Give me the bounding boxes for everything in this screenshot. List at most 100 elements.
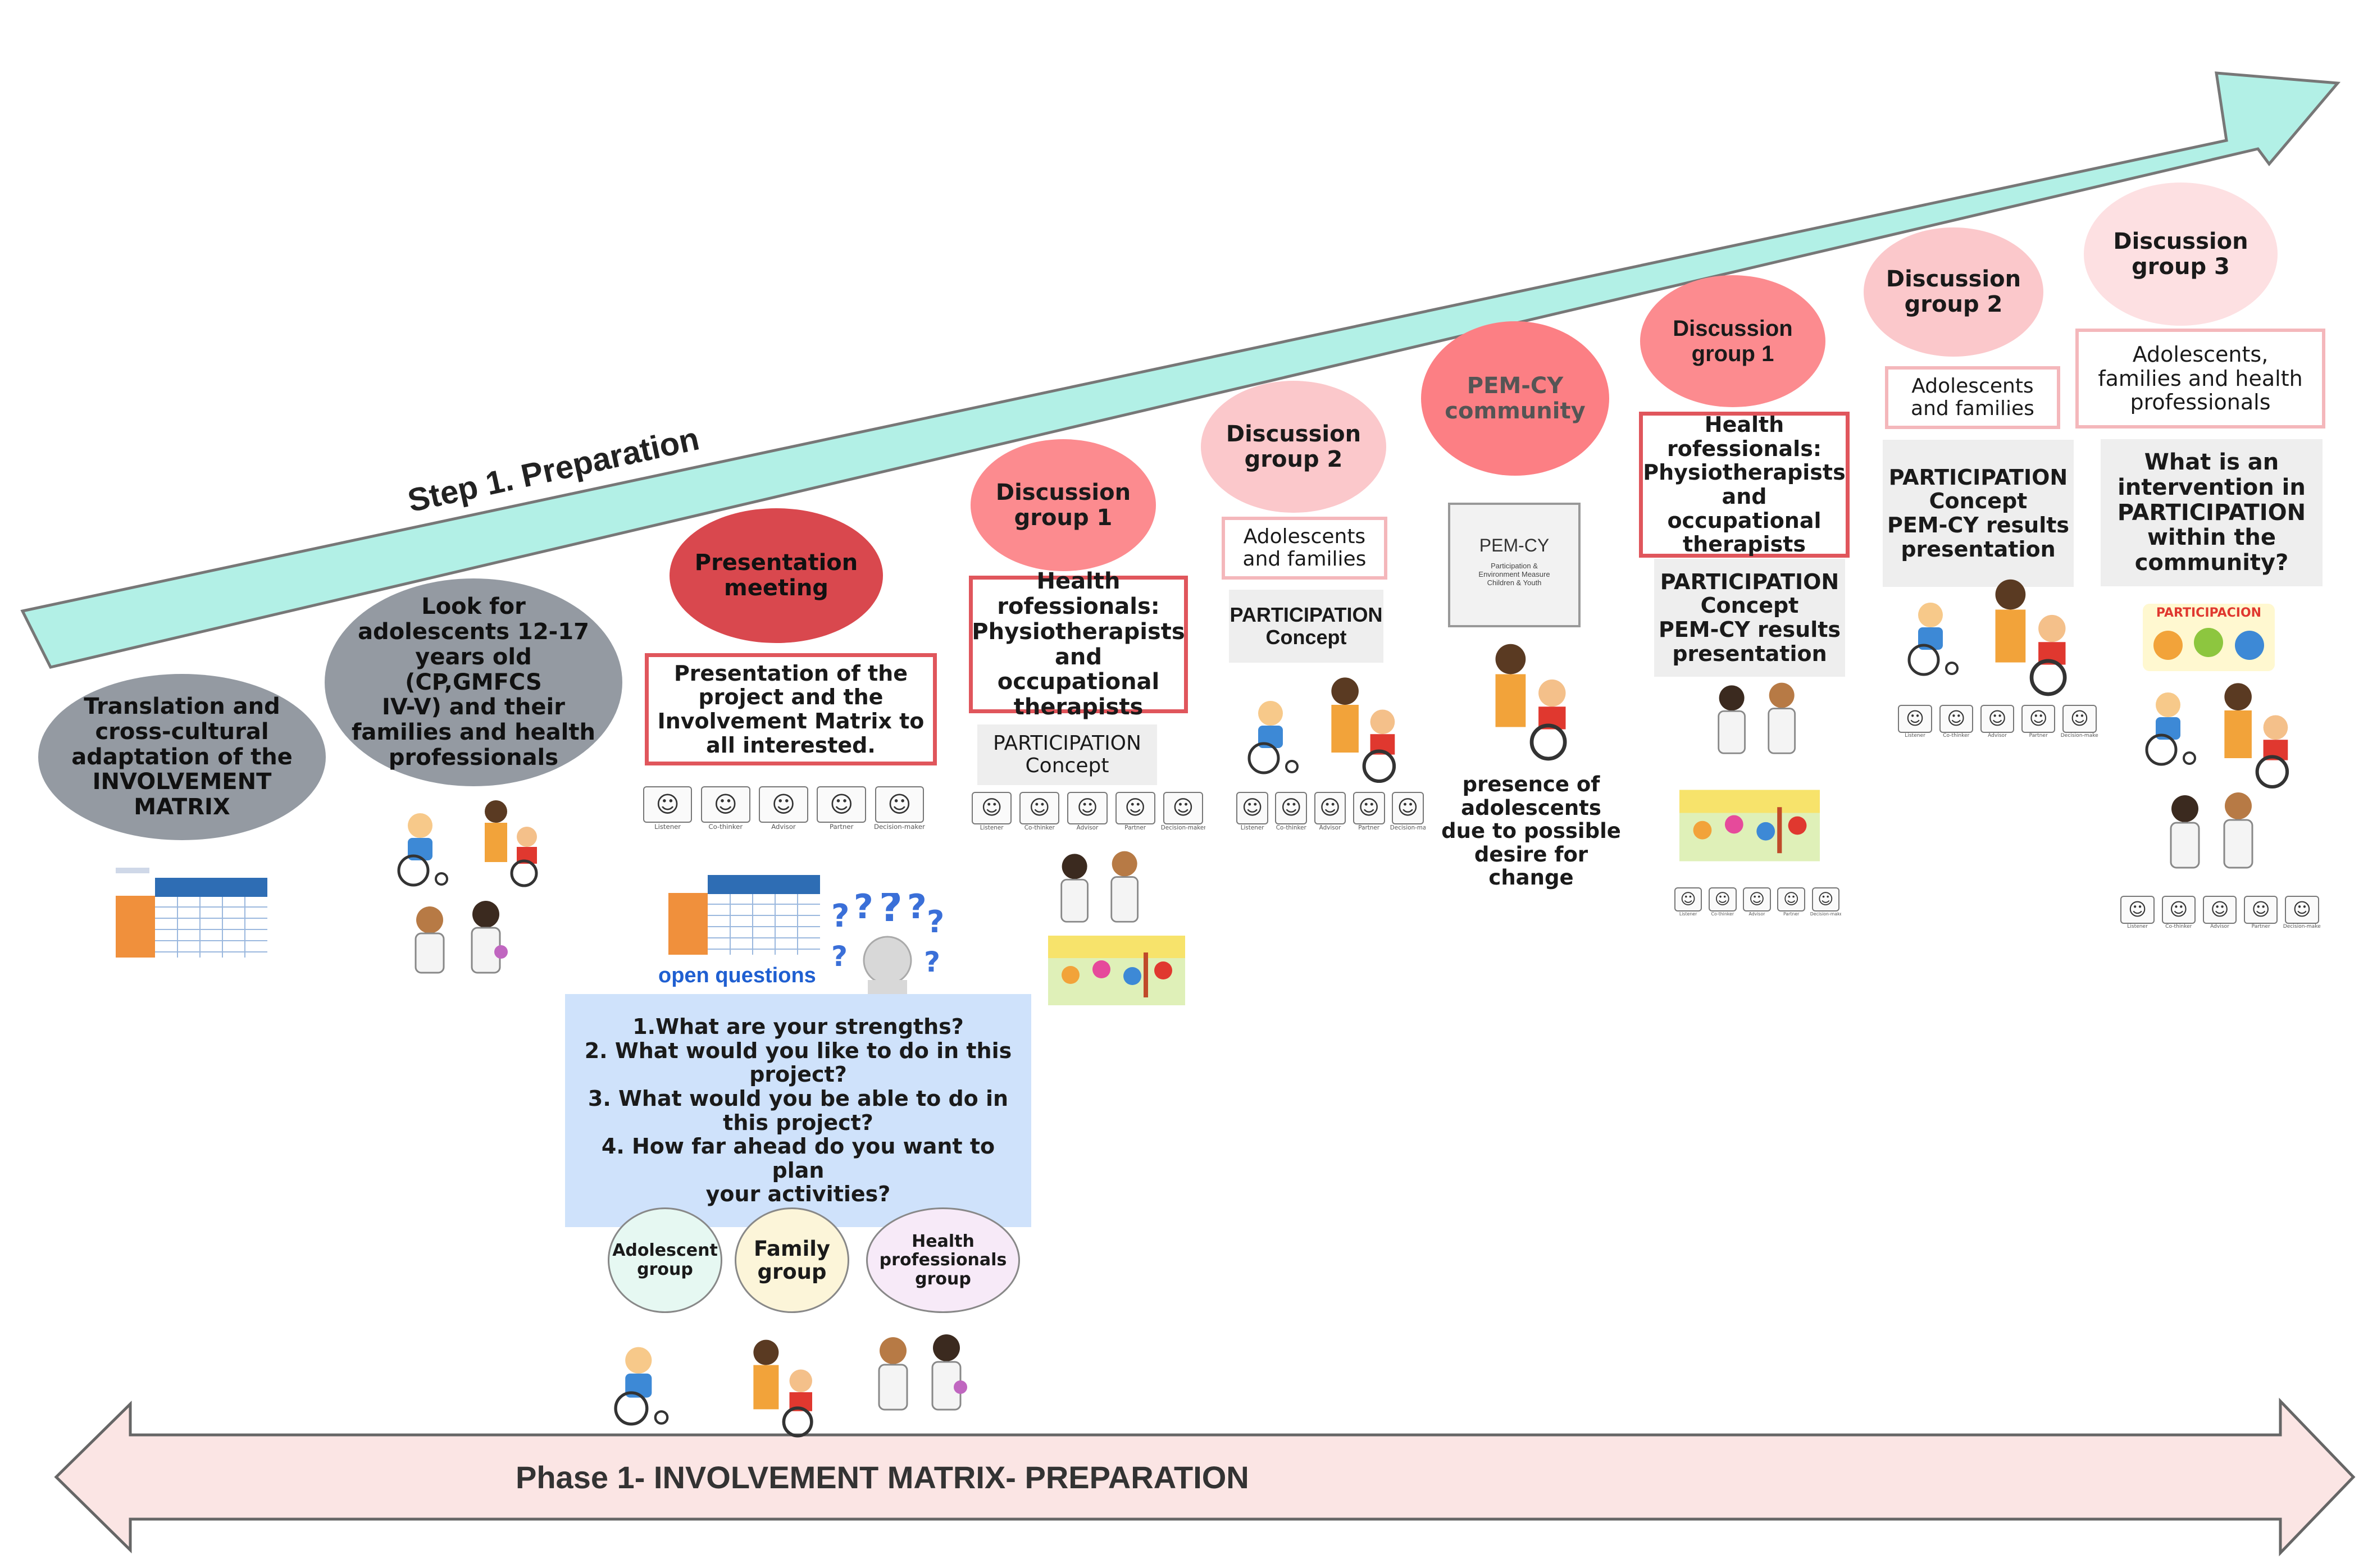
role-card: ☺Co-thinker bbox=[1707, 887, 1738, 921]
role-pictogram-icon: ☺ bbox=[1708, 887, 1737, 912]
caregiver-wheelchair-icon bbox=[753, 1339, 813, 1438]
role-card: ☺Co-thinker bbox=[698, 786, 753, 837]
role-caption: Advisor bbox=[1319, 824, 1341, 831]
role-pictogram-icon: ☺ bbox=[1019, 792, 1060, 824]
participacion-banner-text: PARTICIPACION bbox=[2156, 606, 2262, 620]
role-caption: Partner bbox=[1783, 911, 1800, 917]
therapists-icon bbox=[2170, 792, 2253, 869]
svg-text:?: ? bbox=[854, 893, 873, 927]
role-strip: ☺Listener☺Co-thinker☺Advisor☺Partner☺Dec… bbox=[1235, 792, 1426, 837]
role-pictogram-icon: ☺ bbox=[1236, 792, 1269, 824]
role-card: ☺Decision-maker bbox=[1390, 792, 1426, 837]
translation-ellipse: Translation and cross-cultural adaptatio… bbox=[38, 674, 326, 840]
svg-text:?: ? bbox=[927, 904, 944, 940]
participation-pemcy-box: PARTICIPATION Concept PEM-CY results pre… bbox=[1883, 440, 2074, 587]
role-caption: Listener bbox=[1240, 824, 1264, 831]
adolescent-group-circle: Adolescent group bbox=[608, 1207, 722, 1313]
role-card: ☺Partner bbox=[814, 786, 869, 837]
role-card: ☺Decision-maker bbox=[1810, 887, 1841, 921]
adolescents-families-box: Adolescents and families bbox=[1222, 517, 1387, 580]
role-pictogram-icon: ☺ bbox=[1067, 792, 1108, 824]
role-card: ☺Listener bbox=[1235, 792, 1270, 837]
role-caption: Co-thinker bbox=[708, 822, 743, 831]
role-pictogram-icon: ☺ bbox=[1980, 705, 2015, 733]
role-card: ☺Advisor bbox=[1741, 887, 1772, 921]
role-caption: Partner bbox=[2029, 733, 2048, 739]
role-caption: Advisor bbox=[1988, 733, 2007, 739]
role-caption: Decision-maker bbox=[1390, 824, 1426, 831]
discussion-group-1-ellipse: Discussion group 1 bbox=[971, 439, 1156, 571]
involvement-matrix-thumbnail bbox=[663, 859, 826, 963]
role-pictogram-icon: ☺ bbox=[817, 786, 866, 823]
discussion-group-2-ellipse: Discussion group 2 bbox=[1201, 381, 1386, 513]
playground-icon bbox=[1679, 790, 1820, 862]
question-marks-icon: ?? ?? ?? ? bbox=[831, 893, 944, 1000]
wheelchair-user-icon bbox=[1907, 603, 1959, 676]
role-pictogram-icon: ☺ bbox=[2161, 896, 2196, 924]
discussion-group-3-ellipse: Discussion group 3 bbox=[2084, 183, 2278, 326]
role-card: ☺Partner bbox=[2020, 705, 2057, 744]
role-pictogram-icon: ☺ bbox=[1314, 792, 1346, 824]
phase-label: Phase 1- INVOLVEMENT MATRIX- PREPARATION bbox=[516, 1460, 1249, 1495]
role-pictogram-icon: ☺ bbox=[1898, 705, 1932, 733]
involvement-matrix-thumbnail bbox=[110, 862, 273, 966]
role-card: ☺Co-thinker bbox=[2160, 896, 2197, 935]
role-strip: ☺Listener☺Co-thinker☺Advisor☺Partner☺Dec… bbox=[640, 786, 927, 837]
presentation-meeting-ellipse: Presentation meeting bbox=[670, 508, 883, 643]
role-caption: Advisor bbox=[771, 822, 796, 831]
participation-concept-box: PARTICIPATION Concept bbox=[977, 724, 1157, 785]
pem-cy-community-ellipse: PEM-CY community bbox=[1421, 321, 1609, 476]
role-caption: Listener bbox=[1679, 911, 1697, 917]
role-card: ☺Advisor bbox=[1065, 792, 1109, 837]
role-pictogram-icon: ☺ bbox=[2243, 896, 2278, 924]
pem-cy-document-title: PEM-CY bbox=[1479, 535, 1550, 555]
children-icon bbox=[2153, 628, 2264, 660]
role-pictogram-icon: ☺ bbox=[1353, 792, 1385, 824]
role-strip: ☺Listener☺Co-thinker☺Advisor☺Partner☺Dec… bbox=[969, 792, 1205, 837]
role-pictogram-icon: ☺ bbox=[2062, 705, 2097, 733]
role-card: ☺Decision-maker bbox=[2061, 705, 2098, 744]
role-card: ☺Co-thinker bbox=[1017, 792, 1062, 837]
role-caption: Listener bbox=[654, 822, 681, 831]
caregiver-wheelchair-icon bbox=[2224, 683, 2289, 789]
role-card: ☺Decision-maker bbox=[1161, 792, 1205, 837]
therapists-icon bbox=[878, 1334, 967, 1411]
role-caption: Advisor bbox=[1076, 824, 1099, 831]
recruitment-ellipse: Look for adolescents 12-17 years old (CP… bbox=[325, 578, 622, 786]
participacion-banner: PARTICIPACION bbox=[2143, 604, 2275, 671]
role-strip: ☺Listener☺Co-thinker☺Advisor☺Partner☺Dec… bbox=[2119, 896, 2321, 935]
role-card: ☺Listener bbox=[1896, 705, 1934, 744]
role-caption: Listener bbox=[1905, 733, 1925, 739]
female-therapist-icon bbox=[415, 906, 445, 974]
role-pictogram-icon: ☺ bbox=[2285, 896, 2319, 924]
svg-text:?: ? bbox=[879, 893, 903, 931]
role-pictogram-icon: ☺ bbox=[971, 792, 1012, 824]
playground-icon bbox=[1048, 936, 1185, 1005]
role-caption: Listener bbox=[980, 824, 1004, 831]
role-strip: ☺Listener☺Co-thinker☺Advisor☺Partner☺Dec… bbox=[1673, 887, 1841, 921]
role-pictogram-icon: ☺ bbox=[1391, 792, 1424, 824]
role-caption: Advisor bbox=[1748, 911, 1765, 917]
questions-panel: 1.What are your strengths? 2. What would… bbox=[565, 994, 1031, 1227]
role-caption: Co-thinker bbox=[1711, 911, 1734, 917]
svg-text:?: ? bbox=[831, 898, 849, 935]
role-pictogram-icon: ☺ bbox=[1939, 705, 1974, 733]
role-pictogram-icon: ☺ bbox=[643, 786, 693, 823]
role-card: ☺Advisor bbox=[2201, 896, 2238, 935]
role-caption: Decision-maker bbox=[1160, 824, 1205, 831]
role-card: ☺Advisor bbox=[756, 786, 810, 837]
role-pictogram-icon: ☺ bbox=[1115, 792, 1155, 824]
role-caption: Partner bbox=[2251, 924, 2270, 930]
role-card: ☺Decision-maker bbox=[872, 786, 927, 837]
therapists-icon bbox=[1718, 682, 1796, 754]
role-strip: ☺Listener☺Co-thinker☺Advisor☺Partner☺Dec… bbox=[1896, 705, 2098, 744]
family-group-circle: Family group bbox=[735, 1207, 849, 1313]
health-professionals-group-circle: Health professionals group bbox=[866, 1207, 1020, 1313]
role-caption: Decision-maker bbox=[2283, 924, 2321, 930]
role-pictogram-icon: ☺ bbox=[2202, 896, 2237, 924]
therapists-icon bbox=[1060, 851, 1139, 923]
pem-cy-document-subtitle: Participation & Environment Measure Chil… bbox=[1478, 562, 1550, 587]
svg-text:?: ? bbox=[907, 893, 927, 927]
role-pictogram-icon: ☺ bbox=[759, 786, 808, 823]
role-pictogram-icon: ☺ bbox=[1163, 792, 1204, 824]
